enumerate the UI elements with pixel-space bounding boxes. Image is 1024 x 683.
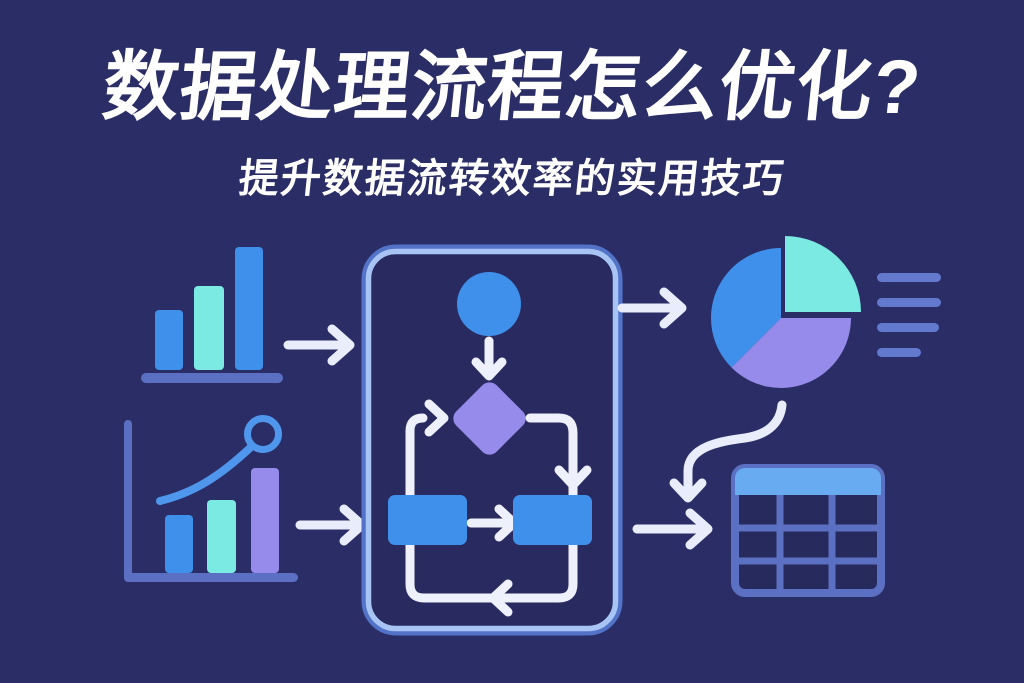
arrow-head-start (471, 357, 507, 381)
arrow-head (669, 478, 707, 503)
table-icon (731, 464, 885, 597)
bar (251, 468, 279, 573)
table-header-row (735, 468, 881, 495)
decision-node-diamond (453, 382, 526, 455)
arrow-head (659, 287, 687, 329)
pie-slice-cyan-exploded (785, 236, 861, 312)
page-subtitle: 提升数据流转效率的实用技巧 (236, 157, 788, 201)
bar (165, 515, 193, 573)
loop-path (405, 413, 578, 603)
flow-arrow-icon (283, 324, 355, 366)
legend-line (877, 298, 941, 307)
table-grid-lines (736, 495, 880, 591)
arrow-head-into-diamond (424, 399, 449, 437)
legend-line (877, 348, 921, 357)
flow-arrow-icon (617, 287, 687, 329)
y-axis (124, 420, 132, 582)
curved-arrow-icon (669, 400, 787, 503)
arrow-head-down (554, 465, 592, 490)
bar (155, 310, 183, 370)
bar (207, 500, 236, 573)
pie-slice-purple (731, 318, 851, 389)
arrow-head (685, 508, 713, 550)
bar (194, 286, 224, 370)
legend-line (877, 323, 939, 332)
flow-arrow-icon (632, 508, 713, 550)
trend-endpoint-circle (244, 415, 282, 453)
pie-slice-blue (710, 248, 781, 368)
arrow-shaft (683, 400, 787, 494)
x-axis (124, 573, 298, 582)
page-title: 数据处理流程怎么优化? (98, 45, 926, 130)
arrow-head-left (488, 579, 513, 617)
start-node-circle (457, 272, 521, 336)
loop-path-group (405, 336, 592, 617)
axis-baseline (141, 373, 283, 383)
trend-line (156, 443, 255, 505)
pie-chart-icon (710, 236, 861, 389)
legend-line (877, 273, 941, 282)
bar-chart-icon (141, 247, 283, 383)
process-node-rect (513, 495, 592, 545)
growth-chart-icon (124, 415, 298, 582)
process-node-rect (388, 495, 467, 545)
flowchart-icon (361, 244, 623, 636)
bar (235, 247, 263, 370)
legend-lines-icon (877, 273, 941, 357)
arrow-head (327, 324, 355, 366)
